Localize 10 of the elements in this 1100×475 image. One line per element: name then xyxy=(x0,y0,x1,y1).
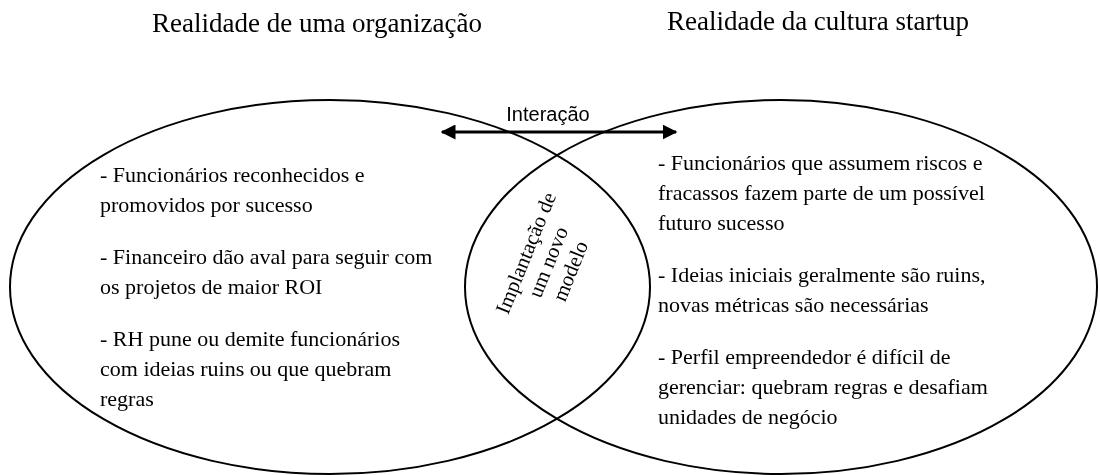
bullet-text: - Funcionários que assumem riscos e fracassos fazem parte de um possível futuro sucesso xyxy=(658,149,986,237)
bullet-text: - Financeiro dão aval para seguir com os projetos de maior ROI xyxy=(100,243,434,301)
bullet-text: - Perfil empreendedor é difícil de gerenciar: quebram regras e desafiam unidades de negócio xyxy=(658,343,989,431)
bullet-text: - Ideias iniciais geralmente são ruins, novas métricas são necessárias xyxy=(658,261,987,319)
set-heading: Realidade de uma organização xyxy=(151,8,483,39)
set-heading: Realidade da cultura startup xyxy=(666,6,970,37)
bullet-text: - RH pune ou demite funcionários com ideias ruins ou que quebram regras xyxy=(100,325,401,413)
edge-label: Interação xyxy=(506,103,590,126)
double-arrow xyxy=(440,124,678,140)
bullet-text: - Funcionários reconhecidos e promovidos por sucesso xyxy=(100,161,366,219)
